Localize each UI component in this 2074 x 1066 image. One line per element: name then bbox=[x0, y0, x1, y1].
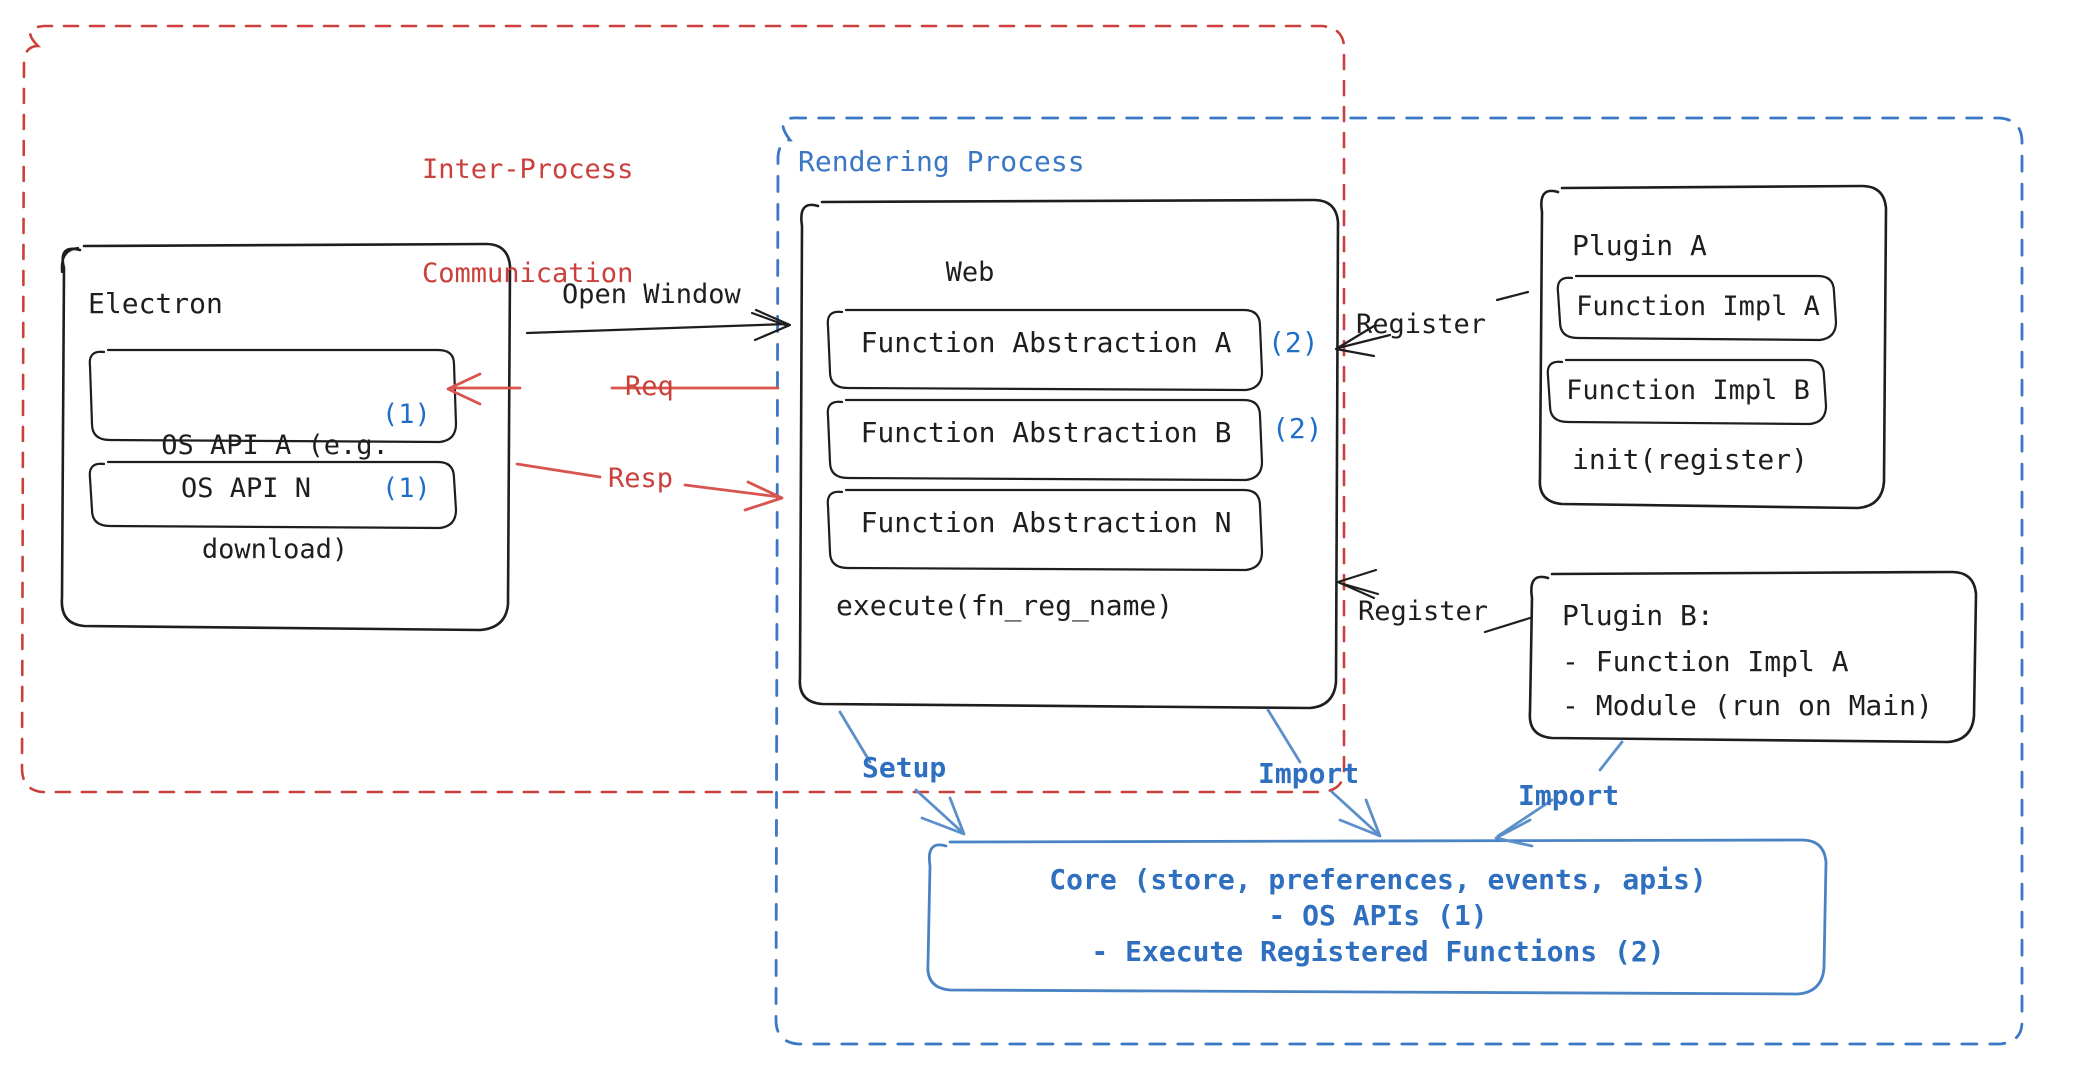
fn-impl-b-label: Function Impl B bbox=[1566, 375, 1810, 406]
plugin-b-line-0: Plugin B: bbox=[1562, 599, 1714, 632]
fn-abstraction-b-marker: (2) bbox=[1272, 412, 1323, 445]
os-api-n-marker: (1) bbox=[382, 473, 431, 504]
web-footer: execute(fn_reg_name) bbox=[836, 589, 1174, 622]
os-api-n-label: OS API N bbox=[180, 473, 312, 504]
fn-impl-a-label: Function Impl A bbox=[1576, 291, 1820, 322]
arrow-req bbox=[446, 372, 780, 406]
electron-title: Electron bbox=[88, 287, 223, 320]
edge-label-register-a: Register bbox=[1356, 309, 1487, 340]
plugin-b-line-2: - Module (run on Main) bbox=[1562, 689, 1933, 722]
edge-label-setup: Setup bbox=[862, 751, 947, 784]
os-api-a-label-line2: download) bbox=[201, 533, 349, 565]
edge-label-import-plugin: Import bbox=[1518, 779, 1620, 812]
edge-label-import-web: Import bbox=[1258, 757, 1360, 790]
ipc-container-label: Inter-Process Communication bbox=[422, 84, 633, 360]
os-api-a-label-line1: OS API A (e.g. bbox=[161, 430, 389, 462]
fn-abstraction-n-label: Function Abstraction N bbox=[860, 506, 1232, 539]
edge-label-resp: Resp bbox=[608, 463, 674, 494]
fn-abstraction-a-label: Function Abstraction A bbox=[860, 326, 1232, 359]
plugin-a-footer: init(register) bbox=[1572, 443, 1809, 476]
edge-label-open-window: Open Window bbox=[562, 279, 741, 310]
os-api-a-label: OS API A (e.g. download) bbox=[100, 360, 450, 636]
core-line-2: - Execute Registered Functions (2) bbox=[1091, 935, 1665, 968]
plugin-b-line-1: - Function Impl A bbox=[1562, 645, 1849, 678]
core-line-1: - OS APIs (1) bbox=[1268, 899, 1488, 932]
plugin-a-title: Plugin A bbox=[1572, 229, 1707, 262]
web-title: Web bbox=[945, 257, 995, 288]
edge-label-register-b: Register bbox=[1358, 596, 1489, 627]
os-api-a-marker: (1) bbox=[382, 399, 431, 430]
fn-abstraction-a-marker: (2) bbox=[1268, 326, 1319, 359]
core-line-0: Core (store, preferences, events, apis) bbox=[1049, 863, 1707, 896]
edge-label-req: Req bbox=[625, 371, 674, 402]
ipc-label-line1: Inter-Process bbox=[422, 154, 634, 186]
ipc-label-line2: Communication bbox=[422, 257, 634, 289]
rendering-container-label: Rendering Process bbox=[798, 145, 1085, 178]
fn-abstraction-b-label: Function Abstraction B bbox=[860, 416, 1232, 449]
